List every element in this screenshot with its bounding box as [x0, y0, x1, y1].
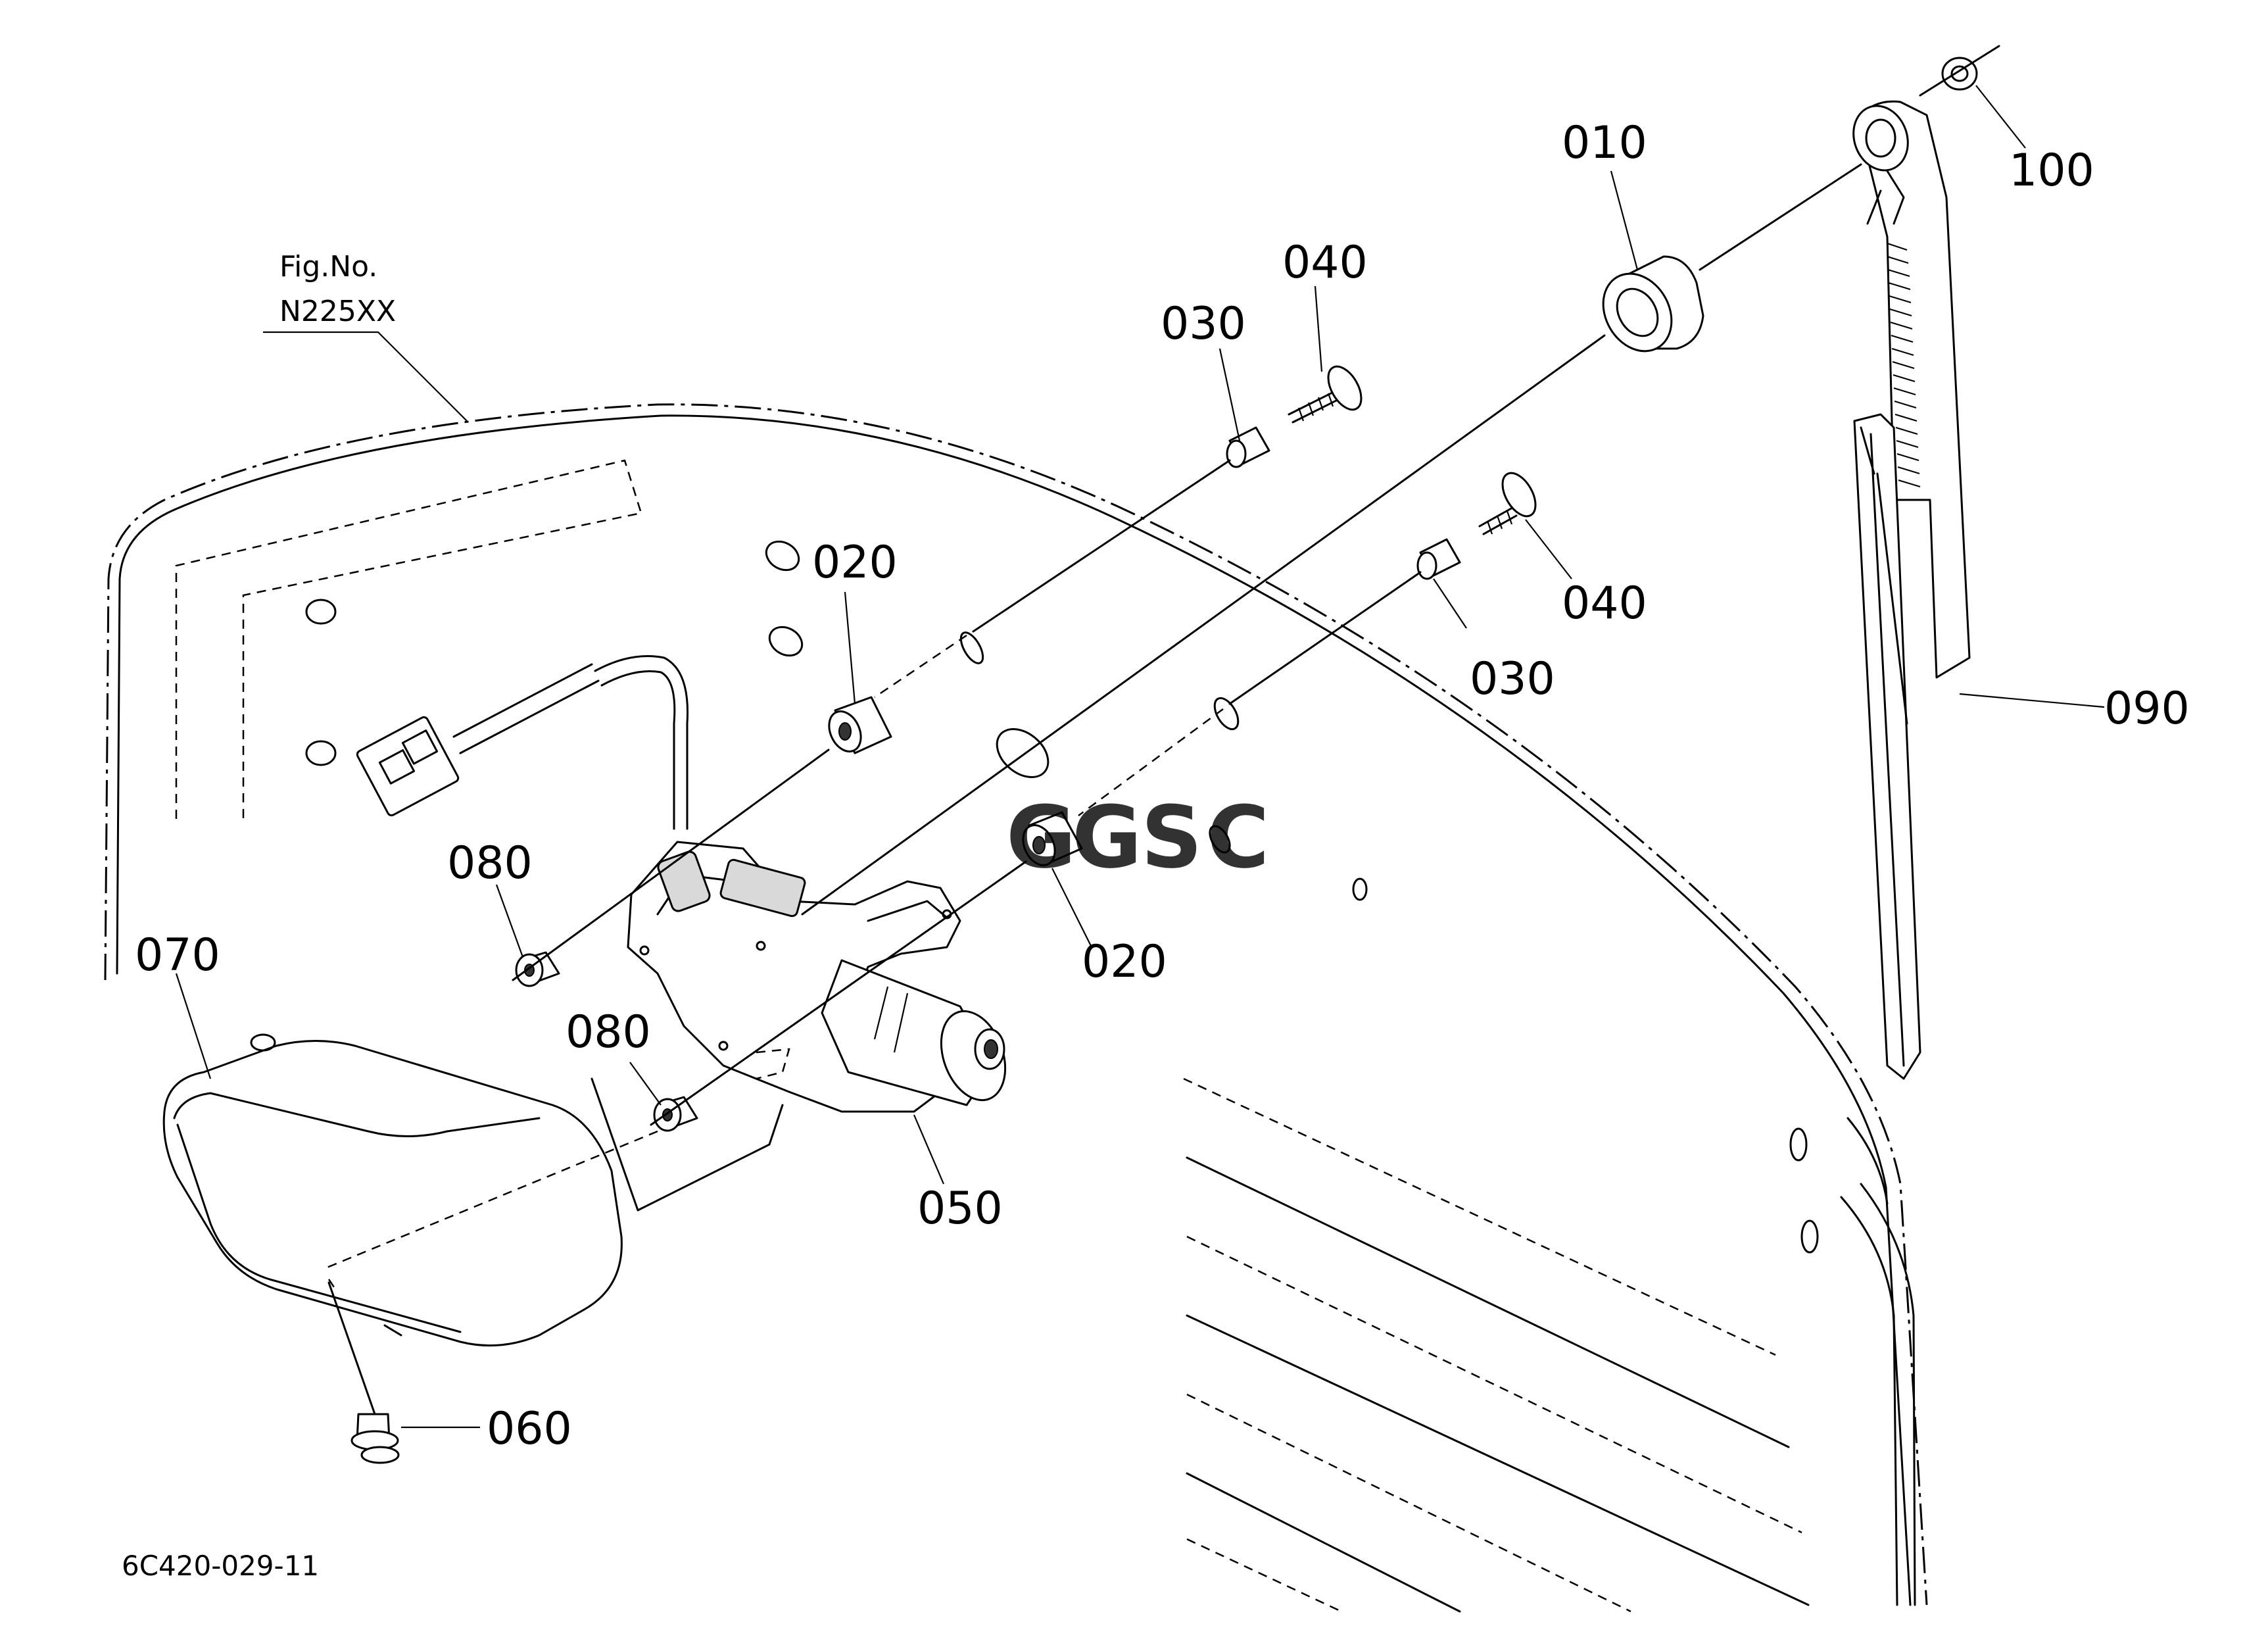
wiper-motor-assembly-050	[627, 841, 1007, 1113]
grommet-020-lower	[1022, 811, 1083, 866]
fig-no-label: Fig.No.	[279, 250, 377, 283]
callout-060: 060	[487, 1403, 572, 1455]
watermark-letter-3: S	[1141, 787, 1203, 887]
motor-harness-connector	[356, 655, 689, 830]
callout-030-lower: 030	[1470, 653, 1555, 705]
motor-cover-070	[162, 1033, 623, 1347]
assembly-centerlines	[322, 45, 2000, 1415]
bolt-040-upper	[1288, 365, 1363, 424]
fig-no-value: N225XX	[279, 295, 396, 328]
callout-040-lower: 040	[1562, 578, 1647, 629]
nut-080-lower	[653, 1096, 698, 1132]
callout-010: 010	[1562, 117, 1647, 169]
bolt-040-lower	[1478, 472, 1537, 535]
ggsc-watermark: G G S C	[1006, 787, 1269, 887]
callout-020-upper: 020	[812, 537, 898, 589]
wiper-arm-blade-090	[1852, 100, 1971, 1080]
rear-window-outline	[104, 403, 1928, 1613]
watermark-letter-1: G	[1006, 787, 1076, 887]
callout-090: 090	[2104, 683, 2190, 735]
watermark-letter-4: C	[1207, 787, 1269, 887]
screw-060	[350, 1413, 400, 1464]
callout-050: 050	[917, 1183, 1003, 1235]
watermark-letter-2: G	[1072, 787, 1142, 887]
callout-080-upper: 080	[447, 837, 533, 889]
callout-040-upper: 040	[1282, 237, 1368, 289]
callout-080-lower: 080	[566, 1006, 651, 1058]
part-callouts: 010 100 040 030 020 040 030 090 080 020 …	[135, 117, 2190, 1455]
drawing-code: 6C420-029-11	[122, 1550, 319, 1582]
leader-lines	[175, 85, 2105, 1429]
figure-labels: Fig.No. N225XX 6C420-029-11	[122, 250, 396, 1582]
spacer-030-lower	[1416, 538, 1461, 580]
callout-030-upper: 030	[1161, 298, 1246, 350]
callout-100: 100	[2009, 145, 2094, 197]
spacer-030-upper	[1226, 426, 1270, 468]
callout-020-lower: 020	[1082, 936, 1167, 988]
nut-080-upper	[515, 951, 560, 987]
grommet-020-upper	[828, 696, 892, 754]
callout-070: 070	[135, 929, 220, 981]
cap-010	[1602, 255, 1704, 353]
